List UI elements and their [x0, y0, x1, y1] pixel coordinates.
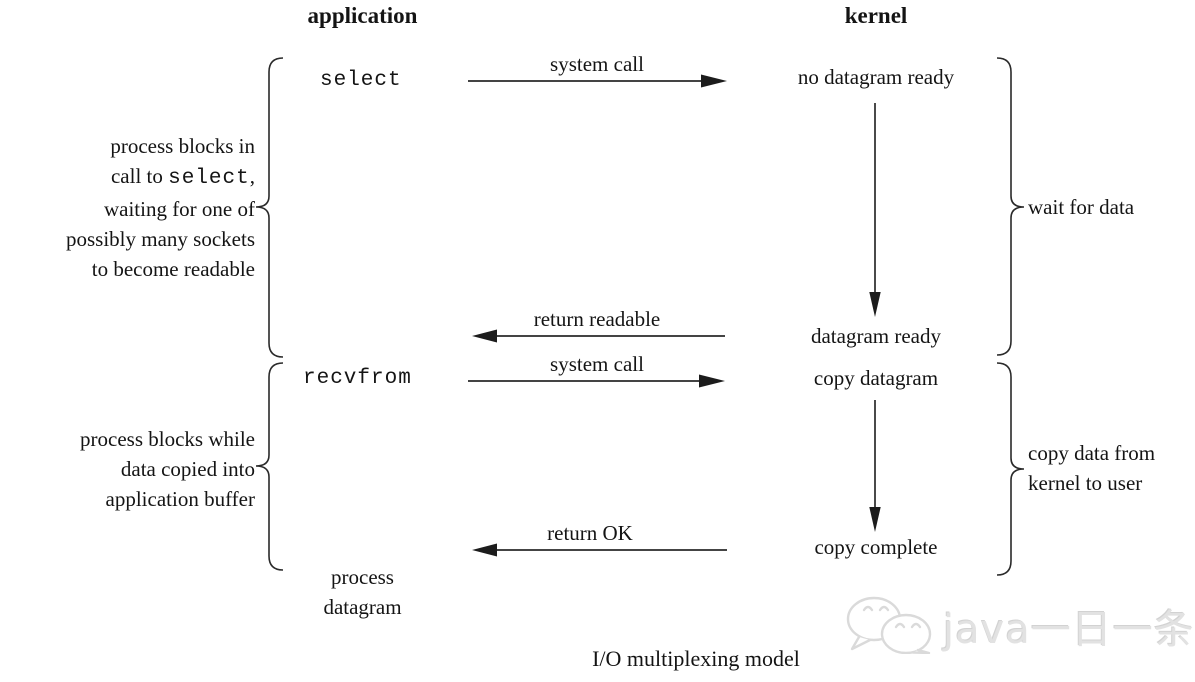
kernel-state-datagram-ready: datagram ready — [810, 324, 941, 348]
left-note2-line1: process blocks while — [80, 427, 255, 451]
watermark-text: java一日一条 — [943, 607, 1195, 653]
return-ok-arrowhead — [472, 543, 497, 557]
syscall1-arrowhead — [701, 74, 727, 88]
left-note-select-blocking: process blocks in call to select, waitin… — [15, 131, 255, 284]
column-header-application: application — [307, 3, 418, 28]
return-readable-arrow-label: return readable — [533, 307, 661, 331]
recvfrom-call-label: recvfrom — [303, 367, 412, 390]
syscall2-arrow-label: system call — [550, 352, 644, 376]
kernel-state-no-datagram-ready: no datagram ready — [797, 65, 955, 89]
left-note1-line2-prefix: call to — [110, 164, 169, 188]
left-note2-line3: application buffer — [105, 487, 255, 511]
left-note1-line4: possibly many sockets — [66, 227, 255, 251]
left-note2-line2: data copied into — [120, 457, 255, 481]
left-brace-select-block — [255, 57, 284, 358]
left-note-recvfrom-blocking: process blocks while data copied into ap… — [15, 424, 255, 514]
return-ok-arrow-label: return OK — [547, 521, 633, 545]
syscall1-arrow-label: system call — [550, 52, 644, 76]
left-note1-line5: to become readable — [91, 257, 255, 281]
right-brace-copy-data — [996, 362, 1025, 576]
right-note2-line1: copy data from — [1028, 441, 1156, 465]
process-datagram-line1: process — [331, 565, 394, 589]
right-note2-line2: kernel to user — [1028, 471, 1143, 495]
copy-data-arrowhead — [869, 507, 881, 532]
left-brace-recvfrom-block — [255, 362, 284, 571]
select-call-label: select — [320, 69, 402, 92]
left-note1-line2-suffix: , — [249, 164, 255, 188]
left-note1-line2-code: select — [168, 167, 250, 190]
column-header-kernel: kernel — [844, 3, 908, 28]
syscall2-arrowhead — [699, 374, 725, 388]
left-note1-line1: process blocks in — [110, 134, 255, 158]
kernel-state-copy-complete: copy complete — [814, 535, 938, 559]
return-readable-arrowhead — [472, 329, 497, 343]
left-note1-line2: call to select, — [15, 161, 255, 194]
right-note-wait-for-data: wait for data — [1028, 195, 1135, 219]
diagram-caption: I/O multiplexing model — [592, 646, 800, 671]
wait-for-data-arrowhead — [869, 292, 881, 317]
right-brace-wait-for-data — [996, 57, 1025, 356]
kernel-state-copy-datagram: copy datagram — [813, 366, 939, 390]
process-datagram-label: process datagram — [270, 562, 455, 622]
right-note-copy-data: copy data from kernel to user — [1028, 438, 1155, 498]
wechat-chat-bubbles-icon — [846, 596, 932, 654]
process-datagram-line2: datagram — [323, 595, 402, 619]
left-note1-line3: waiting for one of — [103, 197, 255, 221]
